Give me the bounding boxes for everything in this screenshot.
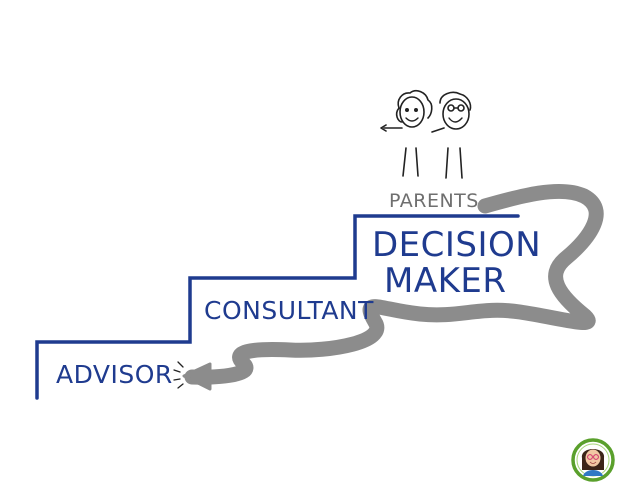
winding-path [182, 183, 604, 391]
step-label-advisor: ADVISOR [56, 360, 173, 389]
step-label-decision: DECISION [372, 225, 541, 265]
staircase-line [35, 214, 520, 400]
avatar-badge-icon [571, 438, 615, 482]
step-label-maker: MAKER [384, 261, 507, 301]
emphasis-marks [173, 361, 184, 389]
step-label-consultant: CONSULTANT [204, 296, 374, 325]
two-stick-figures-icon [380, 90, 472, 179]
arrowhead-icon [182, 362, 212, 391]
parents-label: PARENTS [389, 190, 479, 212]
